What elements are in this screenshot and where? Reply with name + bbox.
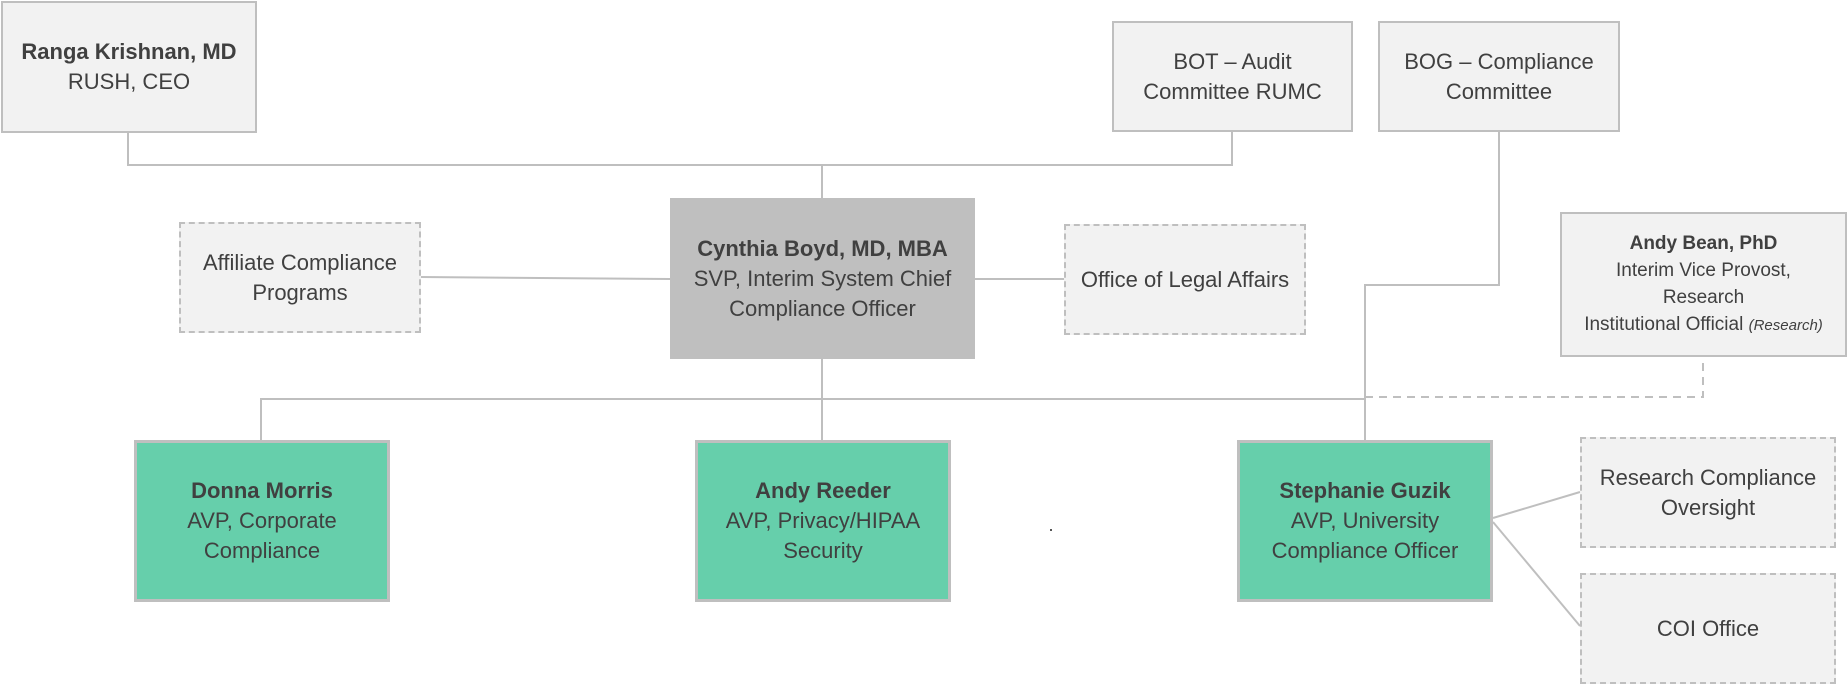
node-title: Committee	[1445, 78, 1553, 104]
node-name: Andy Reeder	[755, 478, 891, 503]
node-corporate-compliance: Donna Morris AVP, Corporate Compliance	[134, 440, 390, 602]
stray-dot	[1050, 529, 1052, 531]
node-title: SVP, Interim System Chief	[693, 265, 952, 291]
node-office-legal-affairs: Office of Legal Affairs	[1064, 224, 1306, 335]
node-title: Compliance	[203, 538, 321, 563]
node-title: AVP, Privacy/HIPAA	[725, 508, 921, 533]
node-ceo: Ranga Krishnan, MD RUSH, CEO	[1, 1, 257, 133]
node-title: Interim Vice Provost,	[1616, 260, 1791, 281]
node-bog-compliance-committee: BOG – Compliance Committee	[1378, 21, 1620, 132]
node-research-institutional-official: Andy Bean, PhD Interim Vice Provost, Res…	[1560, 212, 1847, 357]
node-privacy-hipaa-security: Andy Reeder AVP, Privacy/HIPAA Security	[695, 440, 951, 602]
connector-research-official-dotted	[1365, 360, 1704, 398]
connector-university-coi	[1492, 521, 1581, 627]
node-title: Office of Legal Affairs	[1080, 266, 1290, 292]
node-name: Cynthia Boyd, MD, MBA	[697, 235, 948, 261]
connector-ceo-chief	[127, 131, 1233, 166]
node-coi-office: COI Office	[1580, 573, 1836, 684]
node-title: Compliance Officer	[1271, 538, 1459, 563]
connector-bog-university	[1364, 131, 1500, 440]
node-chief-compliance-officer: Cynthia Boyd, MD, MBA SVP, Interim Syste…	[670, 198, 975, 359]
node-title: Affiliate Compliance	[202, 249, 398, 275]
node-university-compliance: Stephanie Guzik AVP, University Complian…	[1237, 440, 1493, 602]
node-name: Donna Morris	[191, 478, 333, 503]
connector-affiliate-chief	[419, 276, 671, 280]
node-title: AVP, University	[1290, 508, 1440, 533]
node-title: Oversight	[1660, 494, 1756, 520]
node-title: Security	[783, 538, 863, 563]
node-name: Ranga Krishnan, MD	[21, 39, 237, 64]
node-title: BOG – Compliance	[1404, 48, 1594, 74]
node-name: Stephanie Guzik	[1279, 478, 1451, 503]
node-title: Institutional Official	[1584, 314, 1744, 335]
node-note: (Research)	[1748, 317, 1823, 334]
node-title: COI Office	[1656, 615, 1760, 641]
node-title: AVP, Corporate	[187, 508, 337, 533]
node-research-compliance-oversight: Research Compliance Oversight	[1580, 437, 1836, 548]
node-bot-audit-committee: BOT – Audit Committee RUMC	[1112, 21, 1353, 132]
node-title: Research	[1662, 287, 1745, 308]
connector-report-bus	[260, 398, 1365, 440]
connector-university-research-oversight	[1492, 491, 1581, 519]
node-title: Research Compliance	[1599, 464, 1817, 490]
node-title: Compliance Officer	[729, 295, 916, 321]
node-title: Committee RUMC	[1143, 78, 1322, 104]
node-affiliate-compliance-programs: Affiliate Compliance Programs	[179, 222, 421, 333]
node-title: BOT – Audit	[1173, 48, 1292, 74]
node-title-row: Institutional Official (Research)	[1584, 311, 1823, 339]
node-name: Andy Bean, PhD	[1629, 233, 1778, 254]
node-title: Programs	[252, 279, 348, 305]
node-title: RUSH, CEO	[67, 69, 191, 94]
